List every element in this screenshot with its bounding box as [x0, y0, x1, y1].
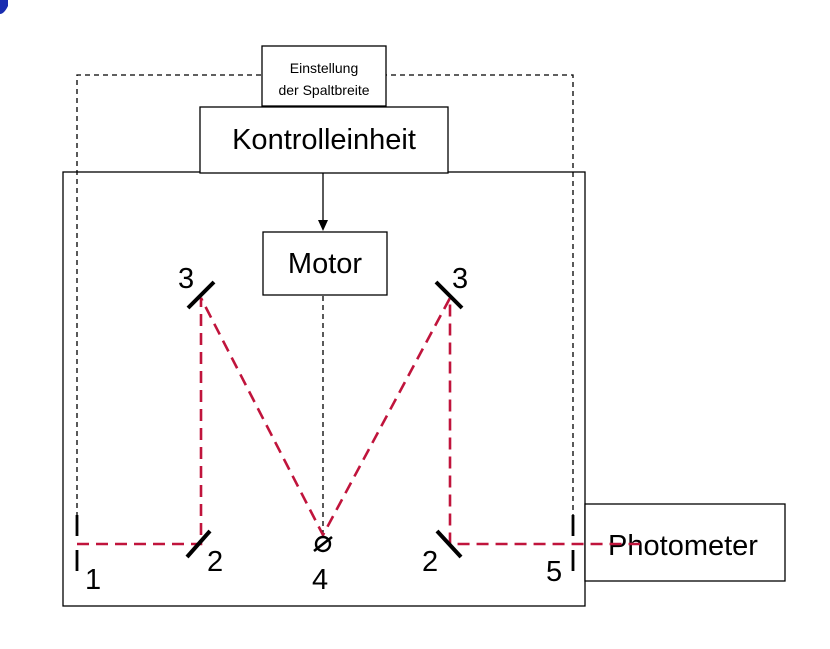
grating: [313, 535, 333, 553]
label-grating: 4: [312, 564, 328, 596]
corner-mark: [0, 0, 8, 14]
mirror-left-upper: [186, 280, 216, 310]
label-mirror-left-lower: 2: [207, 546, 223, 578]
photometer-box: [584, 503, 786, 582]
slit-adjust-label-1: Einstellung: [290, 60, 359, 76]
slit-control-line: [76, 74, 574, 535]
mirror-right-upper: [434, 280, 464, 310]
photometer-label: Photometer: [608, 530, 758, 562]
control-unit-box: [199, 106, 449, 174]
label-exit-slit: 5: [546, 556, 562, 588]
arrow-head: [318, 220, 328, 231]
mirror-right-lower: [435, 529, 463, 559]
label-mirror-left-upper: 3: [178, 263, 194, 295]
slit-adjust-label-2: der Spaltbreite: [278, 82, 369, 98]
control-unit-label: Kontrolleinheit: [232, 124, 416, 156]
grating-pivot: [314, 535, 332, 553]
label-mirror-right-upper: 3: [452, 263, 468, 295]
slit-adjust-box: [261, 45, 387, 107]
mirror-left-lower: [185, 529, 212, 559]
motor-label: Motor: [288, 248, 362, 280]
motor-box: [262, 231, 388, 296]
label-entrance-slit: 1: [85, 564, 101, 596]
label-mirror-right-lower: 2: [422, 546, 438, 578]
